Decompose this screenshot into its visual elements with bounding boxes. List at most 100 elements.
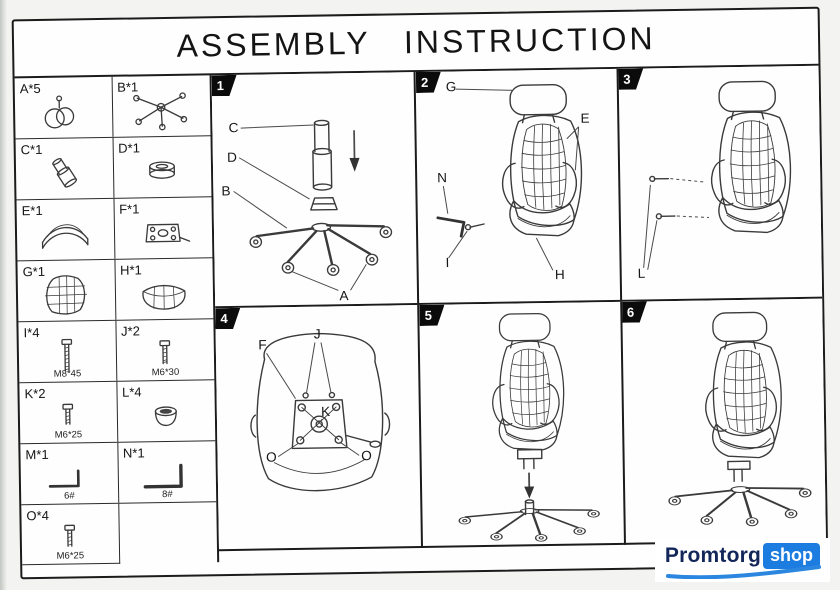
step-number: 6: [626, 304, 635, 320]
parts-row: O*4 M6*25: [21, 502, 217, 566]
part-cell-j: J*2 M6*30: [116, 319, 214, 381]
step-6-diagram: [667, 311, 813, 529]
parts-row: I*4 M8*45 J*2 M6*30: [18, 319, 215, 384]
bolt-drawing: [648, 175, 669, 183]
parts-table: A*5 B*1 C*1: [14, 75, 220, 566]
part-label: C*1: [20, 141, 43, 158]
instruction-sheet: ASSEMBLY INSTRUCTION A*5 B*1: [11, 6, 829, 580]
callout-G: G: [446, 79, 457, 94]
callout-B: B: [221, 184, 230, 199]
callout-D: D: [227, 150, 237, 165]
part-label: B*1: [117, 79, 139, 95]
part-cell-a: A*5: [14, 76, 114, 139]
mechanism-stub-drawing: [726, 460, 751, 483]
part-cell-d: D*1: [113, 136, 211, 198]
bolt-icon: [159, 340, 171, 365]
part-label: A*5: [19, 80, 41, 97]
part-size-note: M6*25: [56, 550, 85, 562]
part-label: I*4: [23, 324, 40, 341]
part-label: O*4: [26, 507, 49, 524]
part-size-note: M6*25: [54, 429, 83, 441]
page-title: ASSEMBLY INSTRUCTION: [176, 20, 656, 64]
step-1-diagram: C D B A: [221, 119, 394, 303]
callout-E: E: [581, 111, 590, 126]
gas-lift-drawing: [525, 499, 535, 516]
step-6-panel: 6: [619, 298, 826, 545]
cover-ring-icon: [149, 161, 176, 179]
callout-K: K: [321, 404, 330, 419]
part-label: K*2: [24, 385, 46, 402]
part-cell-n: N*1 8#: [118, 441, 216, 503]
part-label: M*1: [25, 446, 49, 463]
part-cell-k: K*2 M6*25: [19, 381, 118, 444]
bolt-icon: [61, 338, 73, 372]
seat-cushion-icon: [142, 284, 186, 310]
part-label: E*1: [21, 202, 43, 219]
bolt-drawing: [302, 391, 336, 399]
part-size-note: M6*30: [151, 366, 180, 379]
leader-lines: [233, 124, 367, 291]
part-label: F*1: [119, 201, 140, 217]
backrest-icon: [45, 275, 88, 315]
mechanism-icon: [145, 223, 191, 243]
part-cell-f: F*1: [114, 197, 212, 259]
allen-key-icon: [49, 469, 80, 488]
steps-grid: 1 C: [211, 65, 826, 552]
caster-wheel-icon: [44, 95, 75, 129]
base-drawing: [248, 221, 394, 278]
step-4-diagram: F J K O O: [250, 327, 391, 492]
allen-key-icon: [143, 463, 184, 489]
part-size-note: 6#: [64, 490, 75, 502]
step-2-panel: 2 G E N I H: [413, 68, 620, 306]
part-label: J*2: [120, 323, 140, 339]
step-3-panel: 3 L: [616, 65, 823, 302]
part-cell-b: B*1: [112, 75, 210, 137]
step-5-diagram: [458, 312, 602, 544]
mechanism-drawing: [291, 399, 381, 450]
callout-A: A: [339, 288, 348, 303]
chair-drawing: [491, 312, 566, 452]
base-drawing: [458, 506, 602, 544]
down-arrow-icon: [349, 130, 360, 172]
parts-row: C*1 D*1: [15, 136, 212, 201]
cover-drawing: [310, 197, 338, 211]
step-number: 1: [216, 78, 225, 94]
curved-frame-icon: [42, 224, 89, 249]
parts-row: E*1 F*1: [16, 197, 213, 262]
part-label: G*1: [22, 263, 46, 280]
parts-row: G*1 H*1: [17, 258, 214, 323]
part-cell-c: C*1: [15, 137, 114, 200]
bolt-drawing: [465, 223, 486, 231]
logo-brand-text: Promtorg: [664, 544, 761, 567]
step-number: 5: [424, 307, 433, 323]
step-2-diagram: G E N I H: [436, 79, 590, 282]
logo-swoosh: [665, 565, 821, 579]
part-label: H*1: [119, 262, 142, 278]
leader-lines: [443, 88, 580, 271]
chair-drawing: [703, 311, 783, 460]
step-5-panel: 5: [417, 301, 624, 549]
callout-L: L: [637, 266, 645, 281]
part-cell-g: G*1: [17, 259, 116, 322]
bolt-drawing: [655, 213, 676, 220]
allen-key-drawing: [436, 216, 466, 238]
base-drawing: [667, 484, 813, 529]
promtorgshop-logo: Promtorg shop: [654, 538, 830, 582]
step-3-diagram: L: [637, 80, 792, 281]
step-number: 2: [420, 74, 429, 90]
callout-O-right: O: [361, 448, 372, 463]
star-base-icon: [133, 92, 188, 131]
part-cell-h: H*1: [115, 258, 213, 320]
chair-drawing: [709, 80, 792, 234]
parts-row: A*5 B*1: [14, 75, 211, 140]
step-number: 3: [623, 71, 631, 87]
mechanism-stub-drawing: [517, 448, 543, 470]
parts-row: M*1 6# N*1 8#: [20, 441, 217, 506]
step-1-panel: 1 C: [211, 72, 418, 309]
part-cell-l: L*4: [117, 380, 215, 442]
chair-drawing: [500, 83, 584, 238]
down-arrow-icon: [524, 472, 535, 499]
part-cell-o: O*4 M6*25: [21, 503, 120, 566]
seat-underside-drawing: [250, 332, 391, 492]
gas-lift-drawing: [312, 119, 333, 191]
